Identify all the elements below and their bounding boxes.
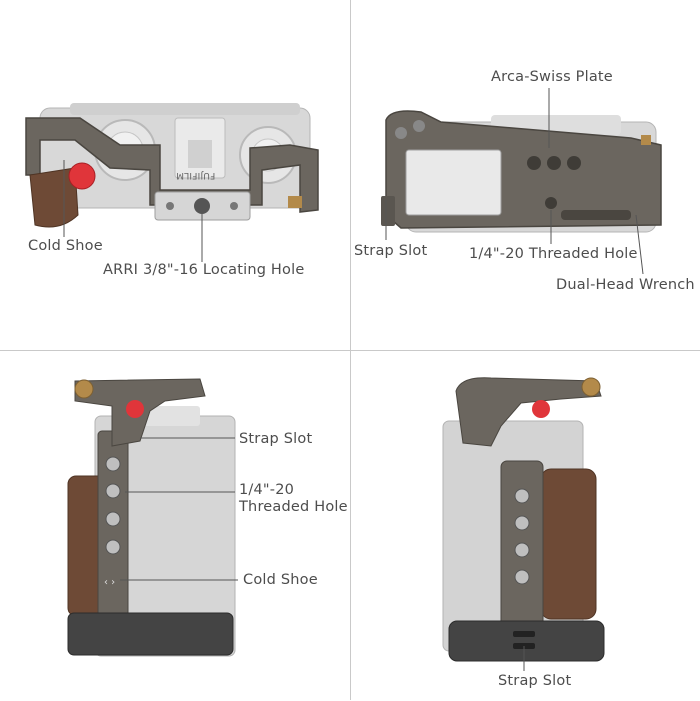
- panel-right-side-view: Strap Slot: [351, 351, 700, 701]
- cage-left-side-image: ‹ ›: [67, 378, 238, 657]
- label-strap-slot: Strap Slot: [354, 243, 428, 259]
- cage-rear-view-image: [381, 88, 662, 275]
- cage-right-side-image: [442, 377, 605, 671]
- label-arca-swiss-plate: Arca-Swiss Plate: [491, 69, 613, 85]
- camera-brand-text: FUJIFILM: [176, 170, 216, 180]
- panel-rear-view: Arca-Swiss Plate Strap Slot 1/4"-20 Thre…: [351, 0, 700, 350]
- label-threaded-hole-line1: 1/4"-20: [239, 482, 295, 498]
- panel-top-view: Cold Shoe ARRI 3/8"-16 Locating Hole FUJ…: [0, 0, 350, 350]
- label-strap-slot: Strap Slot: [498, 673, 572, 689]
- label-dual-head-wrench: Dual-Head Wrench: [556, 277, 695, 293]
- label-threaded-hole: 1/4"-20 Threaded Hole: [469, 246, 638, 262]
- cage-top-view-image: [25, 103, 319, 262]
- panel-left-side-view: ‹ › Strap Slot 1/4"-20 Threaded Hole Col…: [0, 351, 350, 701]
- label-cold-shoe: Cold Shoe: [28, 238, 103, 254]
- horizontal-divider: [0, 350, 700, 351]
- label-threaded-hole-line2: Threaded Hole: [239, 499, 348, 515]
- label-cold-shoe: Cold Shoe: [243, 572, 318, 588]
- svg-text:‹ ›: ‹ ›: [104, 577, 115, 588]
- label-strap-slot: Strap Slot: [239, 431, 313, 447]
- label-arri-locating-hole: ARRI 3/8"-16 Locating Hole: [103, 262, 305, 278]
